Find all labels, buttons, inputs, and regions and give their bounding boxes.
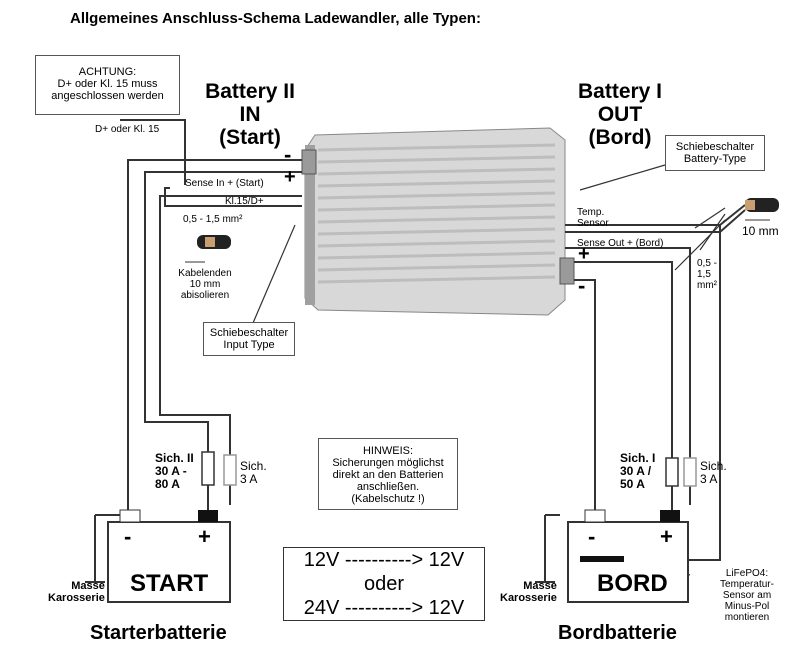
device-minus-right: - xyxy=(578,273,586,298)
start-battery-label: START xyxy=(130,570,209,597)
fuse-left-main xyxy=(201,451,215,486)
cable-end-left xyxy=(185,235,231,263)
fuse-right-sense xyxy=(683,457,697,487)
start-plus: + xyxy=(198,524,211,549)
sense-in-label: Sense In + (Start) xyxy=(185,178,264,189)
kl15-label: Kl.15/D+ xyxy=(225,196,264,207)
ten-mm-label: 10 mm xyxy=(742,224,779,238)
starter-battery-caption: Starterbatterie xyxy=(90,622,227,644)
fuse-3a-right-label: Sich.3 A xyxy=(700,459,727,486)
charger-device xyxy=(301,127,575,316)
bord-minus: - xyxy=(588,524,596,549)
device-plus-right: + xyxy=(578,243,590,265)
bord-battery-label: BORD xyxy=(597,570,668,597)
start-battery xyxy=(107,509,231,603)
cable-size-left: 0,5 - 1,5 mm² xyxy=(183,214,243,225)
bord-plus: + xyxy=(660,524,673,549)
bord-battery xyxy=(567,509,689,603)
device-minus-left: - xyxy=(284,142,292,167)
d-plus-label: D+ oder Kl. 15 xyxy=(95,124,160,135)
sense-out-label: Sense Out + (Bord) xyxy=(577,238,664,249)
onboard-battery-caption: Bordbatterie xyxy=(558,622,677,644)
page-title: Allgemeines Anschluss-Schema Ladewandler… xyxy=(70,10,481,27)
device-plus-left: + xyxy=(284,166,296,188)
cable-end-right xyxy=(745,198,779,221)
fuse-3a-left-label: Sich.3 A xyxy=(240,459,267,486)
start-minus: - xyxy=(124,524,132,549)
fuse-right-main xyxy=(665,457,679,487)
fuse-left-sense xyxy=(223,454,237,486)
temp-sensor-label: Temp.Sensor xyxy=(577,207,609,229)
